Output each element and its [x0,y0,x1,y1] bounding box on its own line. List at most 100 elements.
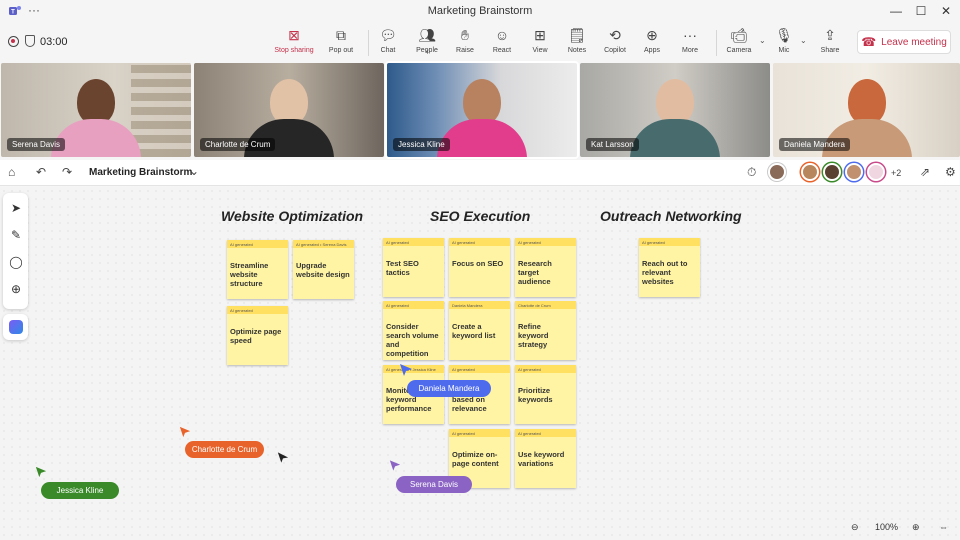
pop-out-icon: ⧉ [336,27,346,43]
avatar[interactable] [768,163,786,181]
note-text: Research target audience [518,259,552,286]
undo-icon[interactable]: ↶ [36,165,47,179]
collaborator-cursor-icon [179,426,191,438]
ellipsis-icon: ··· [683,27,697,43]
redo-icon[interactable]: ↷ [62,165,73,179]
stop-sharing-icon: ⊠ [288,27,300,43]
avatar[interactable] [801,163,819,181]
more-options-icon[interactable]: ··· [28,3,40,17]
video-tile[interactable]: Kat Larsson [580,63,770,157]
sticky-note[interactable]: AI generated • Serena Davis Upgrade webs… [293,240,354,299]
share-out-icon[interactable]: ⇗ [920,165,931,179]
copilot-panel-button[interactable] [3,314,28,340]
notes-label: Notes [567,47,587,54]
home-icon[interactable]: ⌂ [8,165,16,179]
mic-options-chevron-icon[interactable]: ⌄ [800,36,807,45]
apps-button[interactable]: ⊕ Apps [630,26,674,54]
column-heading-outreach[interactable]: Outreach Networking [600,208,742,224]
avatar[interactable] [823,163,841,181]
note-tag: AI generated [383,301,444,309]
note-tag: AI generated [449,365,510,373]
video-tile[interactable]: Charlotte de Crum [194,63,384,157]
column-heading-website[interactable]: Website Optimization [221,208,364,224]
sticky-note[interactable]: AI generated Prioritize keywords [515,365,576,424]
sticky-note[interactable]: AI generated Focus on SEO [449,238,510,297]
sticky-note[interactable]: AI generated Consider search volume and … [383,301,444,360]
video-tile-active-speaker[interactable]: Jessica Kline [385,61,579,159]
people-count: 4 [425,50,429,56]
note-tag: Charlotte de Crum [515,301,576,309]
leave-meeting-button[interactable]: ☎︎ Leave meeting [857,30,951,54]
note-text: Optimize page speed [230,327,282,345]
note-tag: AI generated [515,238,576,246]
collaborator-label-charlotte: Charlotte de Crum [185,441,264,458]
copilot-logo-icon [9,320,23,334]
copilot-button[interactable]: ⟲ Copilot [593,26,637,54]
share-label: Share [820,47,840,54]
hang-up-icon: ☎︎ [861,35,877,49]
note-tag: Daniela Mandera [449,301,510,309]
share-button[interactable]: ⇪ Share [808,26,852,54]
select-pointer-icon[interactable]: ➤ [10,201,22,215]
view-button[interactable]: ⊞ View [518,26,562,54]
video-tile[interactable]: Daniela Mandera [773,63,960,157]
column-heading-seo[interactable]: SEO Execution [430,208,531,224]
mouse-pointer-icon [277,452,289,463]
comment-icon[interactable]: ◯ [9,255,23,269]
more-button[interactable]: ··· More [668,26,712,54]
chevron-down-icon[interactable]: ⌄ [189,164,200,178]
note-text: Test SEO tactics [386,259,419,277]
note-text: Use keyword variations [518,450,565,468]
add-icon[interactable]: ⊕ [10,282,22,296]
sticky-note[interactable]: AI generated Streamline website structur… [227,240,288,299]
whiteboard-title[interactable]: Marketing Brainstorm [89,167,193,178]
stop-sharing-button[interactable]: ⊠ Stop sharing [272,26,316,54]
camera-label: Camera [726,47,752,54]
participant-video [51,79,141,157]
note-text: Refine keyword strategy [518,322,549,349]
sticky-note[interactable]: AI generated Use keyword variations [515,429,576,488]
view-label: View [532,47,548,54]
camera-button[interactable]: 📹︎ Camera [717,26,761,54]
chat-button[interactable]: 💬︎ Chat [366,26,410,54]
collaborator-label-jessica: Jessica Kline [41,482,119,499]
note-text: Monitor keyword performance [386,386,432,413]
sticky-note[interactable]: AI generated Optimize page speed [227,306,288,365]
people-button[interactable]: 👥︎4 People [405,26,449,56]
avatar[interactable] [845,163,863,181]
mic-button[interactable]: 🎙︎ Mic [762,26,806,54]
gear-icon[interactable]: ⚙︎ [945,165,956,179]
minimize-button[interactable]: — [890,4,902,18]
maximize-button[interactable]: ☐ [915,4,927,18]
note-text: Focus on SEO [452,259,504,268]
timer-icon[interactable]: ⏱︎ [747,165,757,179]
sticky-note[interactable]: AI generated Reach out to relevant websi… [639,238,700,297]
avatar[interactable] [867,163,885,181]
sticky-note[interactable]: AI generated Research target audience [515,238,576,297]
note-tag: AI generated [449,429,510,437]
note-text: Streamline website structure [230,261,269,288]
hand-icon: ✋︎ [461,27,469,43]
copilot-label: Copilot [604,47,626,54]
more-label: More [682,47,698,54]
notes-button[interactable]: 🗒︎ Notes [555,26,599,54]
sticky-note[interactable]: AI generated Test SEO tactics [383,238,444,297]
note-tag: AI generated [227,240,288,248]
microphone-icon: 🎙︎ [775,27,793,43]
sticky-note[interactable]: Charlotte de Crum Refine keyword strateg… [515,301,576,360]
chat-icon: 💬︎ [379,27,397,43]
video-tile[interactable]: Serena Davis [1,63,191,157]
raise-hand-button[interactable]: ✋︎ Raise [443,26,487,54]
zoom-in-icon[interactable]: ⊕ [912,522,920,532]
zoom-out-icon[interactable]: ⊖ [851,522,859,532]
react-button[interactable]: ☺ React [480,26,524,54]
sticky-note[interactable]: Daniela Mandera Create a keyword list [449,301,510,360]
close-window-button[interactable]: ✕ [940,4,952,18]
pop-out-button[interactable]: ⧉ Pop out [319,26,363,54]
title-bar: T ··· Marketing Brainstorm — ☐ ✕ [0,0,960,22]
camera-options-chevron-icon[interactable]: ⌄ [759,36,766,45]
fit-to-screen-icon[interactable]: ⇔ [939,522,948,532]
pen-icon[interactable]: ✎ [10,228,22,242]
people-label: People [416,47,438,54]
more-participants-count[interactable]: +2 [891,168,902,178]
